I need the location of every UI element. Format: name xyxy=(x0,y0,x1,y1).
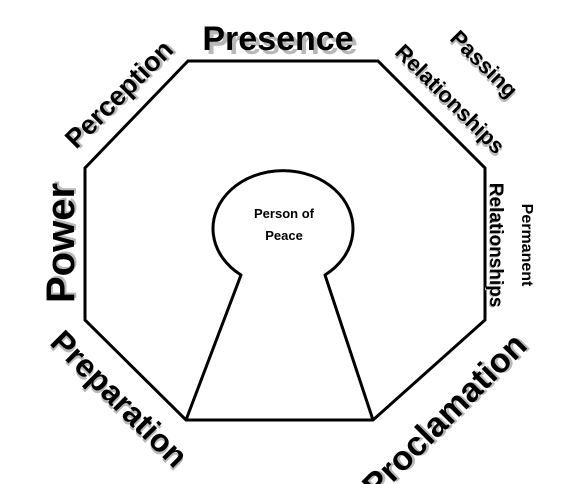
svg-text:Power: Power xyxy=(41,181,85,301)
svg-text:Relationships: Relationships xyxy=(485,183,506,308)
svg-text:Presence: Presence xyxy=(206,24,357,62)
svg-text:Preparation: Preparation xyxy=(44,323,195,474)
svg-text:Perception: Perception xyxy=(59,34,179,154)
label-presence: Presence Presence xyxy=(202,20,357,62)
label-power: Power Power xyxy=(39,181,85,303)
label-permanent-relationships: Permanent Relationships Relationships xyxy=(484,183,535,309)
label-preparation: Preparation Preparation xyxy=(44,323,195,477)
center-label-line2: Peace xyxy=(265,228,303,243)
center-label-line1: Person of xyxy=(254,206,315,221)
label-perception: Perception Perception xyxy=(59,34,182,154)
svg-text:Proclamation: Proclamation xyxy=(355,326,534,484)
svg-text:Relationships: Relationships xyxy=(484,184,505,309)
label-proclamation: Proclamation Proclamation xyxy=(355,326,537,484)
keyhole-shape xyxy=(184,169,375,421)
svg-text:Presence: Presence xyxy=(202,20,353,58)
svg-text:Permanent: Permanent xyxy=(518,204,535,287)
svg-text:Power: Power xyxy=(39,183,83,303)
